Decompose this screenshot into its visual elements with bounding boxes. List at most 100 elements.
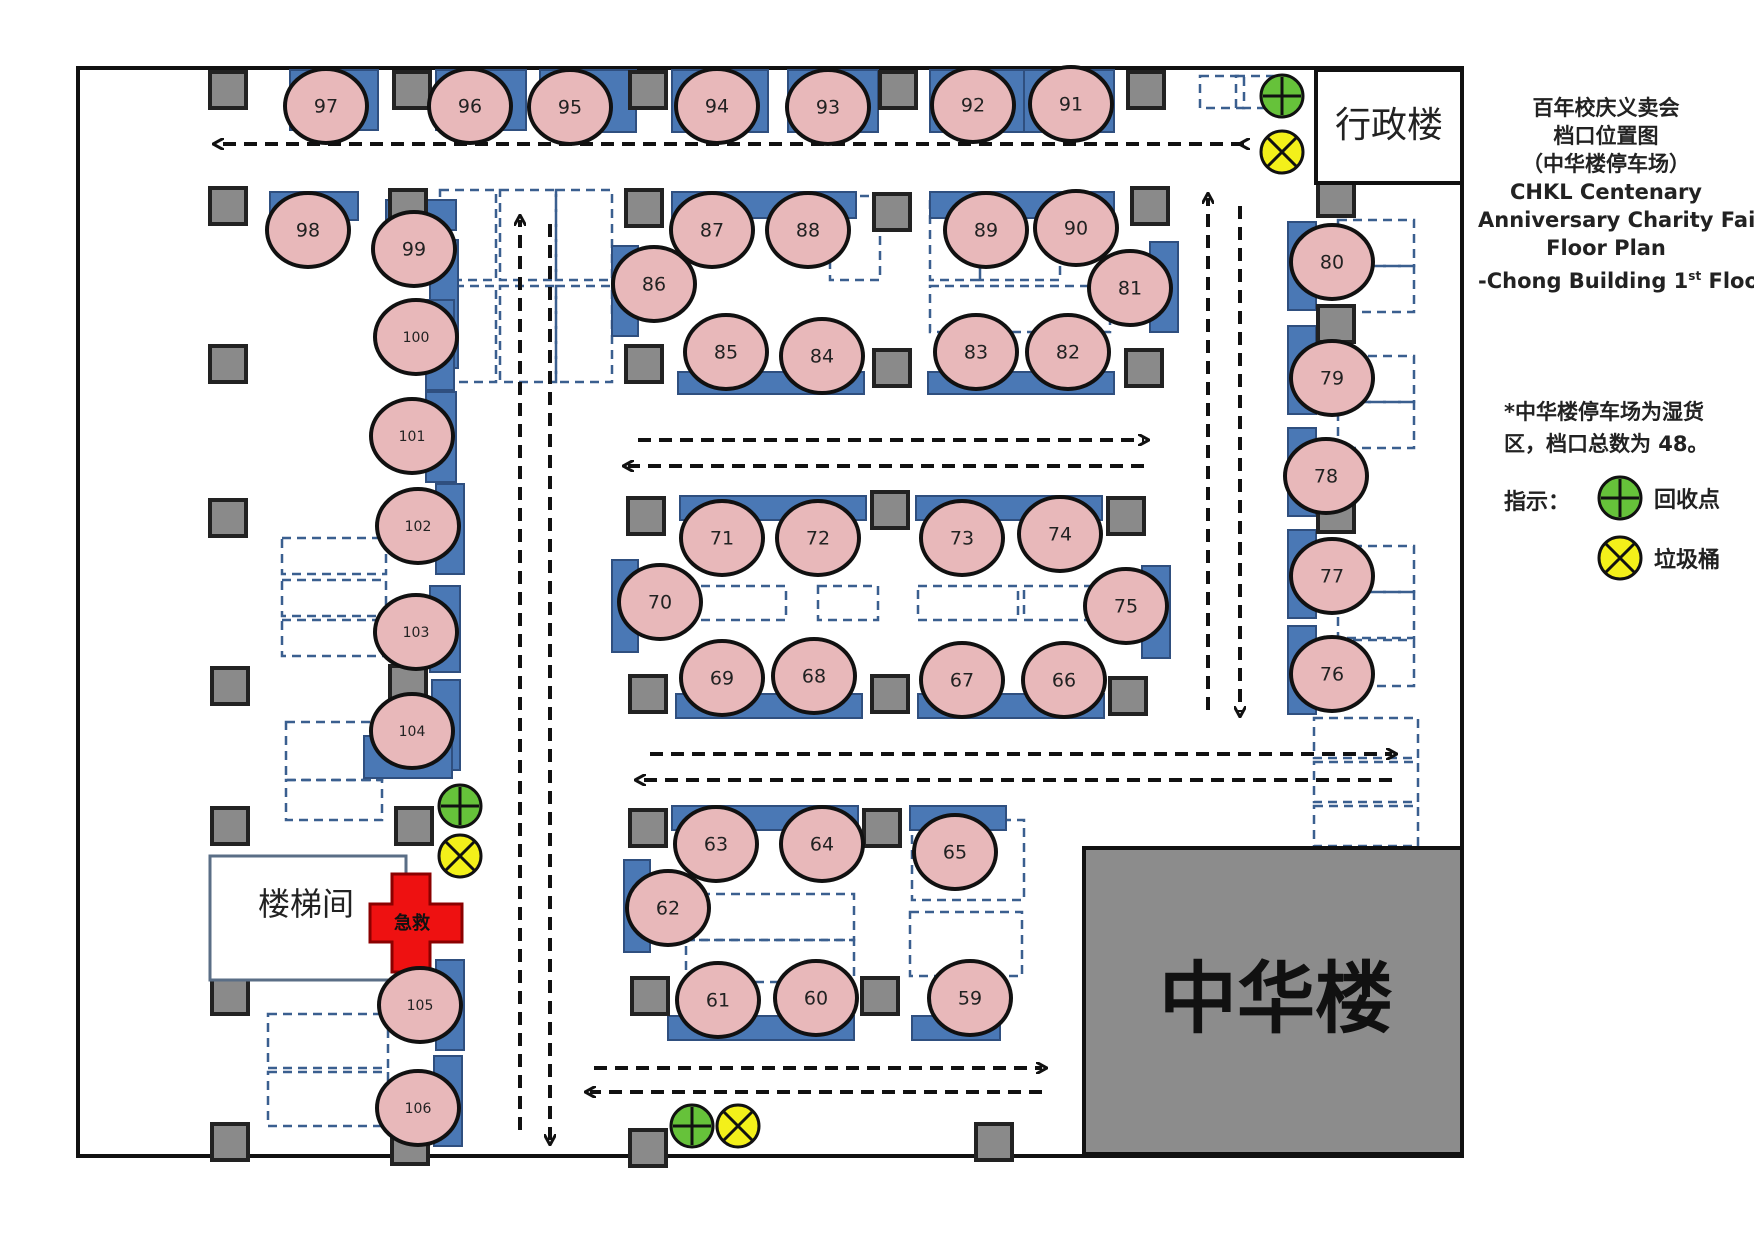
stall-marker[interactable]	[674, 67, 760, 145]
stall-89[interactable]: 89	[943, 191, 1029, 269]
stall-82[interactable]: 82	[1025, 313, 1111, 391]
stall-marker[interactable]	[373, 298, 459, 376]
stall-74[interactable]: 74	[1017, 495, 1103, 573]
stall-59[interactable]: 59	[927, 959, 1013, 1037]
stall-marker[interactable]	[617, 563, 703, 641]
stall-number: 85	[714, 342, 738, 364]
stall-marker[interactable]	[679, 639, 765, 717]
stall-marker[interactable]	[265, 191, 351, 269]
stall-94[interactable]: 94	[674, 67, 760, 145]
stall-61[interactable]: 61	[675, 961, 761, 1039]
stall-69[interactable]: 69	[679, 639, 765, 717]
stall-64[interactable]: 64	[779, 805, 865, 883]
stall-88[interactable]: 88	[765, 191, 851, 269]
stall-91[interactable]: 91	[1028, 65, 1114, 143]
stall-104[interactable]: 104	[369, 692, 455, 770]
stall-99[interactable]: 99	[371, 210, 457, 288]
stall-86[interactable]: 86	[611, 245, 697, 323]
stall-marker[interactable]	[611, 245, 697, 323]
stall-marker[interactable]	[943, 191, 1029, 269]
stall-marker[interactable]	[1033, 189, 1119, 267]
stall-marker[interactable]	[369, 397, 455, 475]
stall-marker[interactable]	[1289, 635, 1375, 713]
stall-81[interactable]: 81	[1087, 249, 1173, 327]
stall-marker[interactable]	[283, 67, 369, 145]
stall-60[interactable]: 60	[773, 959, 859, 1037]
stall-marker[interactable]	[1021, 641, 1107, 719]
stall-marker[interactable]	[669, 191, 755, 269]
stall-70[interactable]: 70	[617, 563, 703, 641]
stall-number: 75	[1114, 596, 1138, 618]
stall-76[interactable]: 76	[1289, 635, 1375, 713]
stall-79[interactable]: 79	[1289, 339, 1375, 417]
stall-marker[interactable]	[779, 317, 865, 395]
stall-95[interactable]: 95	[527, 68, 613, 146]
stall-marker[interactable]	[919, 499, 1005, 577]
stall-75[interactable]: 75	[1083, 567, 1169, 645]
stall-marker[interactable]	[1083, 567, 1169, 645]
stall-marker[interactable]	[527, 68, 613, 146]
stall-103[interactable]: 103	[373, 593, 459, 671]
stall-marker[interactable]	[1283, 437, 1369, 515]
stall-71[interactable]: 71	[679, 499, 765, 577]
stall-marker[interactable]	[927, 959, 1013, 1037]
stall-85[interactable]: 85	[683, 313, 769, 391]
stall-marker[interactable]	[930, 66, 1016, 144]
stall-101[interactable]: 101	[369, 397, 455, 475]
stall-marker[interactable]	[1289, 339, 1375, 417]
stall-marker[interactable]	[377, 966, 463, 1044]
stall-marker[interactable]	[773, 959, 859, 1037]
stall-106[interactable]: 106	[375, 1069, 461, 1147]
stall-marker[interactable]	[1087, 249, 1173, 327]
stall-marker[interactable]	[675, 961, 761, 1039]
stall-97[interactable]: 97	[283, 67, 369, 145]
stall-marker[interactable]	[369, 692, 455, 770]
stall-92[interactable]: 92	[930, 66, 1016, 144]
stall-marker[interactable]	[765, 191, 851, 269]
stall-72[interactable]: 72	[775, 499, 861, 577]
stall-marker[interactable]	[427, 67, 513, 145]
stall-83[interactable]: 83	[933, 313, 1019, 391]
stall-marker[interactable]	[371, 210, 457, 288]
stall-marker[interactable]	[933, 313, 1019, 391]
stall-number: 83	[964, 342, 988, 364]
stall-marker[interactable]	[625, 869, 711, 947]
stall-marker[interactable]	[785, 68, 871, 146]
stall-marker[interactable]	[375, 487, 461, 565]
stall-67[interactable]: 67	[919, 641, 1005, 719]
stall-100[interactable]: 100	[373, 298, 459, 376]
stall-marker[interactable]	[912, 813, 998, 891]
stall-65[interactable]: 65	[912, 813, 998, 891]
stall-96[interactable]: 96	[427, 67, 513, 145]
stall-73[interactable]: 73	[919, 499, 1005, 577]
stall-marker[interactable]	[1025, 313, 1111, 391]
stall-66[interactable]: 66	[1021, 641, 1107, 719]
stall-marker[interactable]	[1289, 223, 1375, 301]
stall-marker[interactable]	[919, 641, 1005, 719]
stall-93[interactable]: 93	[785, 68, 871, 146]
stall-77[interactable]: 77	[1289, 537, 1375, 615]
stall-marker[interactable]	[673, 805, 759, 883]
stall-marker[interactable]	[1017, 495, 1103, 573]
stall-marker[interactable]	[373, 593, 459, 671]
stall-marker[interactable]	[683, 313, 769, 391]
stall-90[interactable]: 90	[1033, 189, 1119, 267]
stall-62[interactable]: 62	[625, 869, 711, 947]
stall-marker[interactable]	[375, 1069, 461, 1147]
stall-marker[interactable]	[1289, 537, 1375, 615]
stall-marker[interactable]	[775, 499, 861, 577]
stall-105[interactable]: 105	[377, 966, 463, 1044]
stall-84[interactable]: 84	[779, 317, 865, 395]
stall-marker[interactable]	[1028, 65, 1114, 143]
stall-98[interactable]: 98	[265, 191, 351, 269]
stall-marker[interactable]	[771, 637, 857, 715]
stall-68[interactable]: 68	[771, 637, 857, 715]
stall-marker[interactable]	[779, 805, 865, 883]
stall-78[interactable]: 78	[1283, 437, 1369, 515]
stall-87[interactable]: 87	[669, 191, 755, 269]
stall-102[interactable]: 102	[375, 487, 461, 565]
stall-80[interactable]: 80	[1289, 223, 1375, 301]
stall-63[interactable]: 63	[673, 805, 759, 883]
stall-number: 80	[1320, 252, 1344, 274]
stall-marker[interactable]	[679, 499, 765, 577]
